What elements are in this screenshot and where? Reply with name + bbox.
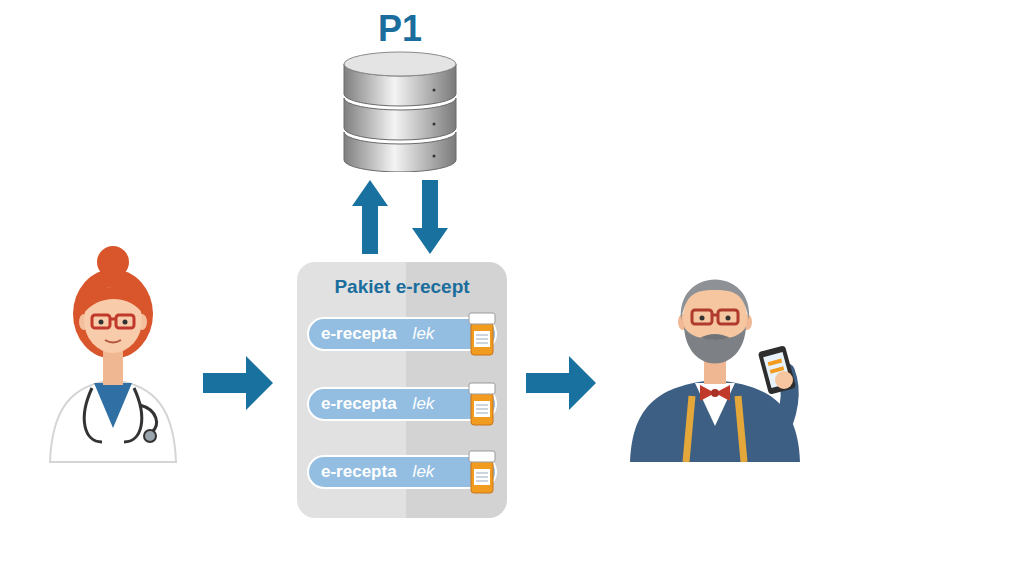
phone xyxy=(758,345,796,395)
phone-body xyxy=(758,345,796,395)
bottle-cap xyxy=(469,451,495,462)
drug-label: lek xyxy=(413,462,435,482)
stethoscope xyxy=(84,388,102,442)
glasses xyxy=(92,315,110,328)
pill-bottle-icon xyxy=(465,311,499,357)
database-led xyxy=(433,123,436,126)
eye xyxy=(123,320,128,325)
hand xyxy=(775,371,793,389)
doctor-figure xyxy=(50,246,176,462)
mouth xyxy=(105,340,121,343)
shirt xyxy=(695,383,735,426)
package-title: Pakiet e-recept xyxy=(297,276,507,298)
bottle-label-line xyxy=(476,481,488,482)
glasses xyxy=(692,310,712,324)
bottle-label-line xyxy=(476,473,488,474)
bottle-label xyxy=(474,469,490,485)
glasses xyxy=(712,314,718,317)
database-node: P1 xyxy=(335,8,465,172)
bottle-label-line xyxy=(476,405,488,406)
bottle-body xyxy=(471,461,493,493)
flow-arrow xyxy=(203,356,273,410)
drug-label: lek xyxy=(413,394,435,414)
glasses xyxy=(718,310,738,324)
mustache xyxy=(700,334,730,340)
bottle-label-line xyxy=(476,477,488,478)
package-box: e-recepta lek e-recepta lek e-recepta lek Paki… xyxy=(297,262,507,518)
database-led xyxy=(433,89,436,92)
white-coat xyxy=(50,380,176,462)
drug-label: lek xyxy=(413,324,435,344)
pill-bottle-icon xyxy=(465,449,499,495)
scrubs xyxy=(94,383,132,428)
glasses xyxy=(110,318,116,321)
bottle-label xyxy=(474,401,490,417)
eye xyxy=(700,316,705,321)
bottle-cap xyxy=(469,313,495,324)
eye xyxy=(726,316,731,321)
bottle-label xyxy=(474,331,490,347)
bottle-label-line xyxy=(476,413,488,414)
suspender xyxy=(738,396,744,462)
stethoscope xyxy=(140,405,156,432)
stethoscope xyxy=(124,388,142,442)
suspender xyxy=(686,396,692,462)
prescription-label: e-recepta xyxy=(321,462,397,482)
bottle-label-line xyxy=(476,409,488,410)
pill-bottle-icon xyxy=(465,381,499,427)
eye xyxy=(99,320,104,325)
prescription-pill: e-recepta lek xyxy=(307,317,497,351)
database-label: P1 xyxy=(335,8,465,50)
phone-screen xyxy=(768,359,783,366)
bottle-label-line xyxy=(476,343,488,344)
database-led xyxy=(433,155,436,158)
prescription-label: e-recepta xyxy=(321,394,397,414)
bottle-body xyxy=(471,393,493,425)
stethoscope xyxy=(144,430,156,442)
bow-tie xyxy=(711,389,719,397)
database-disk xyxy=(344,98,456,140)
database-cylinder xyxy=(335,50,465,172)
prescription-pill: e-recepta lek xyxy=(307,455,497,489)
fringe xyxy=(83,287,143,314)
bottle-label-line xyxy=(476,339,488,340)
beard xyxy=(684,326,746,364)
data-flow-arrow xyxy=(412,180,448,254)
flow-arrow xyxy=(526,356,596,410)
database-top xyxy=(344,52,456,76)
database-disk xyxy=(344,132,456,172)
bottle-cap xyxy=(469,383,495,394)
prescription-pill: e-recepta lek xyxy=(307,387,497,421)
prescription-label: e-recepta xyxy=(321,324,397,344)
glasses xyxy=(116,315,134,328)
patient-figure xyxy=(630,280,800,463)
bottle-body xyxy=(471,323,493,355)
bottle-label-line xyxy=(476,335,488,336)
hair xyxy=(73,269,153,359)
data-flow-arrow xyxy=(352,180,388,254)
